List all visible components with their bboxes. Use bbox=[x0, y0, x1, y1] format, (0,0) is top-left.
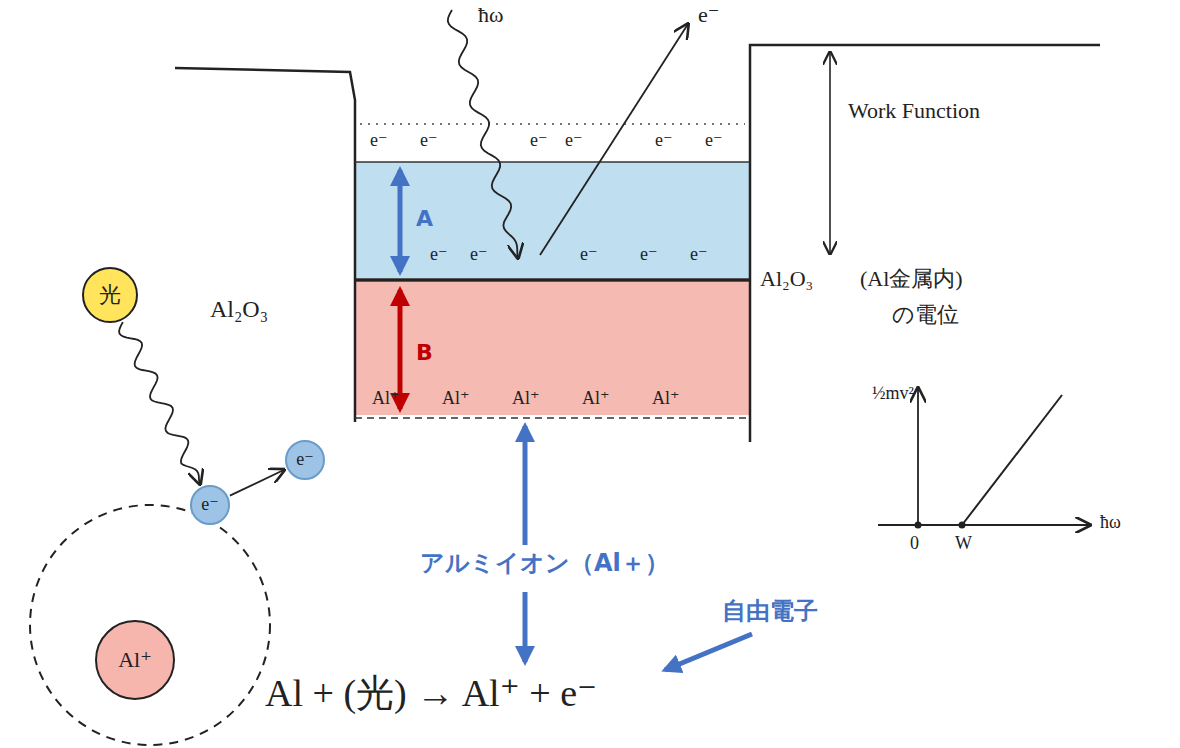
electron-mark: e⁻ bbox=[580, 244, 598, 265]
electron-label: e⁻ bbox=[698, 2, 719, 27]
graph-y-axis bbox=[917, 388, 919, 527]
axis-tick: W bbox=[955, 533, 972, 554]
material-label: Al₂O₃ bbox=[210, 296, 268, 324]
ion-mark: Al⁺ bbox=[512, 388, 540, 409]
electron-mark: e⁻ bbox=[530, 130, 548, 151]
axis-label: ħω bbox=[1100, 512, 1121, 533]
ion-mark: Al⁺ bbox=[582, 388, 610, 409]
potential-label: (Al金属内) bbox=[860, 266, 963, 291]
photon-label: ħω bbox=[478, 2, 503, 27]
ion-mark: Al⁺ bbox=[372, 388, 400, 409]
electron-mark: e⁻ bbox=[430, 244, 448, 265]
left-wall bbox=[175, 68, 355, 422]
node-text: 光 bbox=[99, 283, 121, 307]
electron-path bbox=[230, 470, 284, 496]
band-edge bbox=[355, 161, 750, 163]
electron-mark: e⁻ bbox=[470, 244, 488, 265]
photon-wave bbox=[448, 10, 518, 258]
electron-blob: e⁻ bbox=[190, 485, 230, 525]
callout-arrow bbox=[665, 634, 752, 670]
reaction-equation: Al + (光) → Al⁺ + e⁻ bbox=[265, 672, 597, 716]
work-function-label: Work Function bbox=[848, 98, 980, 123]
electron-mark: e⁻ bbox=[705, 130, 723, 151]
graph-line bbox=[962, 395, 1062, 525]
material-label: Al₂O₃ bbox=[760, 266, 813, 291]
electron-mark: e⁻ bbox=[690, 244, 708, 265]
fermi-line bbox=[355, 278, 750, 282]
atom-orbit bbox=[30, 505, 270, 745]
electron-mark: e⁻ bbox=[640, 244, 658, 265]
ion-mark: Al⁺ bbox=[652, 388, 680, 409]
emitted-electron-arrow bbox=[540, 24, 688, 255]
arrow-a bbox=[398, 170, 403, 272]
potential-label: の電位 bbox=[892, 302, 959, 327]
band-bottom bbox=[355, 417, 750, 419]
electron-mark: e⁻ bbox=[420, 130, 438, 151]
band-label: A bbox=[416, 206, 433, 231]
right-wall bbox=[750, 45, 1100, 442]
callout-label: 自由電子 bbox=[722, 598, 818, 626]
ion-circle: Al⁺ bbox=[95, 620, 175, 700]
graph-origin bbox=[915, 522, 922, 529]
ion-mark: Al⁺ bbox=[442, 388, 470, 409]
red-band bbox=[356, 282, 749, 415]
electron-mark: e⁻ bbox=[655, 130, 673, 151]
graph-x-axis bbox=[878, 524, 1090, 526]
graph-threshold bbox=[959, 522, 966, 529]
blue-band bbox=[356, 162, 749, 278]
node-text: Al⁺ bbox=[118, 648, 152, 672]
callout-arrow bbox=[523, 592, 528, 662]
photon-connector bbox=[119, 322, 200, 484]
work-function-arrow bbox=[829, 52, 831, 254]
electron-mark: e⁻ bbox=[565, 130, 583, 151]
light-circle: 光 bbox=[82, 267, 138, 323]
node-text: e⁻ bbox=[201, 495, 219, 515]
electron-mark: e⁻ bbox=[370, 130, 388, 151]
dotted-line bbox=[360, 123, 745, 125]
band-label: B bbox=[416, 340, 433, 365]
axis-tick: 0 bbox=[910, 533, 919, 554]
callout-arrow bbox=[523, 426, 528, 545]
axis-label: ½mv² bbox=[872, 383, 914, 404]
node-text: e⁻ bbox=[296, 450, 314, 470]
electron-blob: e⁻ bbox=[285, 440, 325, 480]
callout-label: アルミイオン（Al＋） bbox=[420, 550, 669, 578]
